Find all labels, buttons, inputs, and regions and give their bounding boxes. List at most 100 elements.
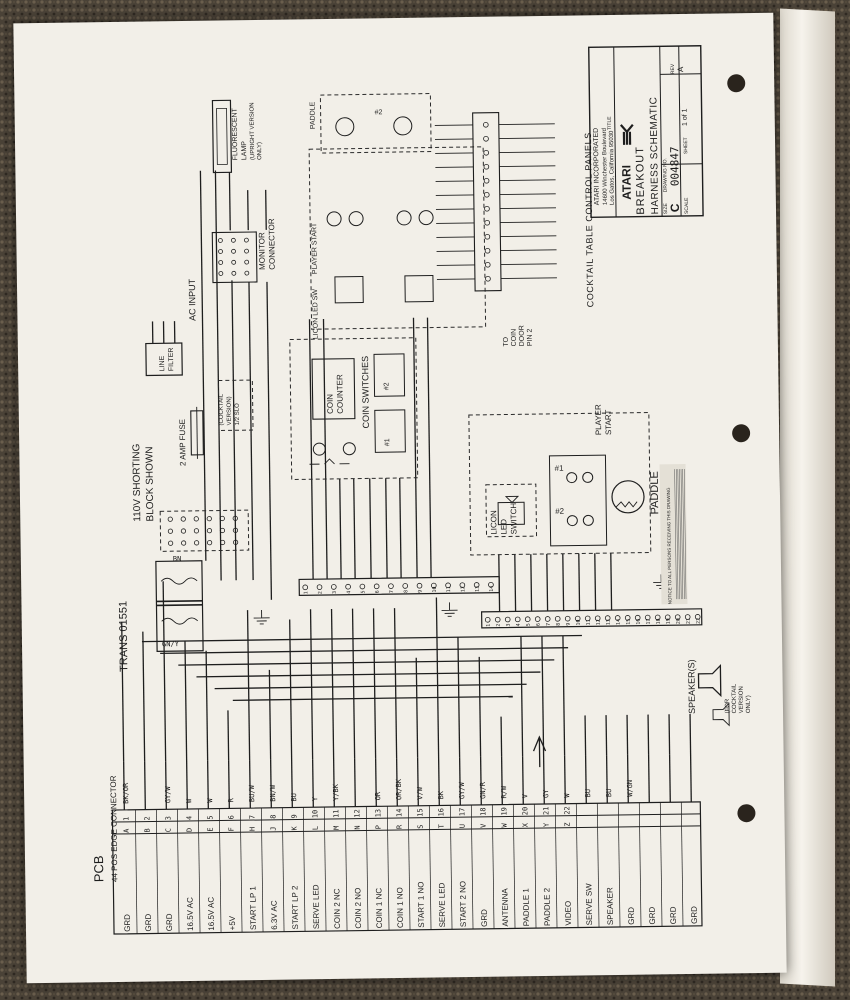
shorting-block-label-1: 110V SHORTING (131, 443, 143, 521)
punch-hole (732, 424, 751, 443)
cocktail-control-panels: #2 PADDLE PLAYER START LICON LED SW COCK… (308, 93, 595, 347)
pcb-pin-letter: B (144, 828, 152, 832)
sheet-label: SHEET (683, 137, 689, 154)
wire-color-label: OR (374, 791, 382, 800)
coin-lamp-icon (312, 442, 326, 456)
pcb-pin-letter: K (291, 825, 299, 830)
wire (689, 753, 692, 802)
player-start-label-1: PLAYER (594, 404, 603, 435)
pcb-pin-number: 6 (227, 815, 235, 819)
transformer-label: TRANS 01551 (117, 601, 130, 672)
wire-color-label: V (521, 793, 529, 798)
terminal-number: 21 (686, 618, 692, 624)
pcb-pin-number: 5 (206, 815, 214, 819)
pcb-pin-number: 11 (332, 809, 340, 818)
terminal-number: 11 (586, 619, 592, 625)
terminal-number: 20 (676, 618, 682, 624)
terminal-number: 13 (606, 619, 612, 625)
wire (542, 756, 545, 805)
line-filter: LINE FILTER AC INPUT (145, 278, 198, 377)
ground-icon (253, 609, 270, 625)
wire (353, 758, 356, 807)
wire-color-label: R (227, 797, 235, 802)
licon-label-1: LICON (489, 510, 498, 535)
licon-label-3: SWITCH (509, 503, 518, 535)
cocktail-paddle-label: PADDLE (309, 101, 316, 129)
size-label: SIZE (663, 202, 669, 214)
pcb-pin-letter: T (438, 823, 446, 828)
pcb-function-label: +5V (228, 915, 237, 930)
wire (563, 755, 566, 804)
wire (290, 759, 293, 808)
shorting-block-label-2: BLOCK SHOWN (144, 446, 156, 521)
fuse-label: 2 AMP FUSE (178, 419, 188, 466)
pcb-pin-number: 22 (563, 806, 571, 815)
terminal-number: 4 (346, 591, 352, 594)
to-coin-door-3: DOOR (519, 325, 526, 346)
punch-hole (727, 74, 746, 93)
wire (500, 756, 503, 805)
harness-schematic: ATARI INCORPORATED 14600 Winchester Boul… (91, 45, 756, 935)
punch-hole (737, 804, 756, 823)
pcb-pin-number: 21 (542, 806, 550, 815)
terminal-number: 7 (389, 590, 395, 593)
svg-text:#2: #2 (555, 507, 565, 516)
wire (626, 754, 629, 803)
drawing-title-1: BREAKOUT (634, 146, 647, 215)
wire (416, 757, 419, 806)
paddle-label: PADDLE (649, 471, 662, 514)
company-name: ATARI INCORPORATED (593, 128, 601, 205)
terminal-number: 2 (318, 591, 324, 594)
pcb-pin-letter: W (501, 823, 509, 828)
wire-color-label: BU (605, 789, 613, 798)
terminal-number: 8 (556, 623, 562, 626)
monitor-connector: MONITOR CONNECTOR (211, 218, 277, 284)
speaker-icon (697, 663, 722, 698)
wire (311, 759, 314, 808)
terminal-number: 9 (418, 590, 424, 593)
wire-color-label: W/GN (626, 780, 634, 797)
pcb-pin-letter: X (522, 822, 530, 827)
pcb-pin-number: 15 (416, 808, 424, 817)
svg-text:#1: #1 (555, 464, 565, 473)
wire-color-label: BU/W (248, 784, 256, 802)
pcb-pin-number: 9 (290, 814, 298, 818)
terminal-number: 2 (496, 624, 502, 627)
pcb-function-label: VIDEO (564, 901, 573, 926)
line-filter-label-2: FILTER (168, 348, 175, 372)
notice-block: NOTICE TO ALL PERSONS RECEIVING THIS DRA… (659, 464, 688, 605)
wire (395, 758, 398, 807)
terminal-number: 14 (489, 586, 495, 592)
pcb-function-label: START 2 NO (458, 881, 468, 927)
coin-switches-label: COIN SWITCHES (360, 356, 371, 429)
led-icon (504, 495, 520, 504)
wire (332, 758, 335, 807)
wire-color-label: Y (311, 796, 319, 801)
binder-page-edge (780, 8, 835, 987)
atari-logo-text: ATARI (619, 165, 633, 200)
pcb-pin-letter: A (123, 828, 131, 833)
pcb-function-label: GRD (123, 914, 132, 932)
wire-color-label: W (185, 798, 193, 803)
wire (479, 756, 482, 805)
speaker-cocktail-1: (FOR (725, 698, 731, 713)
wire-color-label: W (563, 793, 571, 798)
coin-lamp-icon (342, 442, 356, 456)
terminal-number: 10 (432, 586, 438, 592)
wire (647, 754, 650, 803)
terminal-number: 16 (636, 619, 642, 625)
fluorescent-label-2: LAMP (241, 141, 248, 160)
terminal-number: 3 (506, 623, 512, 626)
pcb-function-label: GRD (144, 913, 153, 931)
fluorescent-label-1: FLUORESCENT (232, 107, 240, 160)
wire-color-label: GY (542, 789, 550, 798)
pcb-pin-letter: D (186, 828, 194, 832)
pcb-function-label: 6.3V AC (270, 900, 279, 930)
cocktail-panels-label: COCKTAIL TABLE CONTROL PANELS (583, 132, 595, 307)
wire-color-label: R/W (500, 785, 508, 799)
coin-switches: COIN COUNTER COIN SWITCHES #2 #1 (289, 337, 419, 481)
speaker-icon (712, 702, 730, 727)
pcb-function-label: START LP 2 (290, 885, 300, 930)
